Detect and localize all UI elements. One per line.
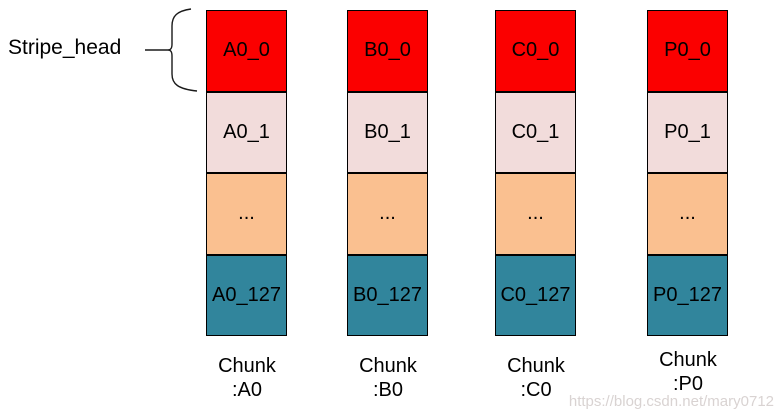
cell-c0-127: C0_127 — [495, 254, 576, 336]
chunk-caption-p0-line2: :P0 — [672, 373, 704, 395]
chunk-caption-b0-line2: :B0 — [372, 379, 404, 401]
cell-a0-1: A0_1 — [206, 91, 287, 173]
chunk-caption-b0-line1: Chunk — [359, 355, 417, 377]
cell-p0-1: P0_1 — [647, 91, 728, 173]
chunk-column-p0: P0_0 P0_1 ... P0_127 — [647, 10, 728, 336]
cell-c0-1: C0_1 — [495, 91, 576, 173]
chunk-caption-p0: Chunk :P0 — [618, 348, 758, 396]
cell-b0-0: B0_0 — [347, 10, 428, 92]
cell-c0-0: C0_0 — [495, 10, 576, 92]
chunk-caption-c0: Chunk :C0 — [466, 354, 606, 402]
cell-b0-ellipsis: ... — [347, 173, 428, 255]
cell-b0-1: B0_1 — [347, 91, 428, 173]
cell-p0-127: P0_127 — [647, 254, 728, 336]
chunk-column-b0: B0_0 B0_1 ... B0_127 — [347, 10, 428, 336]
stripe-head-brace-curve — [167, 8, 198, 92]
watermark-text: https://blog.csdn.net/mary0712 — [568, 393, 774, 410]
chunk-column-a0: A0_0 A0_1 ... A0_127 — [206, 10, 287, 336]
cell-b0-127: B0_127 — [347, 254, 428, 336]
chunk-column-c0: C0_0 C0_1 ... C0_127 — [495, 10, 576, 336]
chunk-caption-p0-line1: Chunk — [659, 349, 717, 371]
cell-a0-ellipsis: ... — [206, 173, 287, 255]
chunk-caption-c0-line2: :C0 — [520, 379, 552, 401]
cell-p0-ellipsis: ... — [647, 173, 728, 255]
chunk-caption-a0-line1: Chunk — [218, 355, 276, 377]
cell-c0-ellipsis: ... — [495, 173, 576, 255]
stripe-head-label: Stripe_head — [8, 36, 122, 59]
cell-a0-127: A0_127 — [206, 254, 287, 336]
chunk-caption-a0: Chunk :A0 — [177, 354, 317, 402]
chunk-caption-a0-line2: :A0 — [231, 379, 263, 401]
cell-a0-0: A0_0 — [206, 10, 287, 92]
cell-p0-0: P0_0 — [647, 10, 728, 92]
chunk-caption-c0-line1: Chunk — [507, 355, 565, 377]
chunk-caption-b0: Chunk :B0 — [318, 354, 458, 402]
